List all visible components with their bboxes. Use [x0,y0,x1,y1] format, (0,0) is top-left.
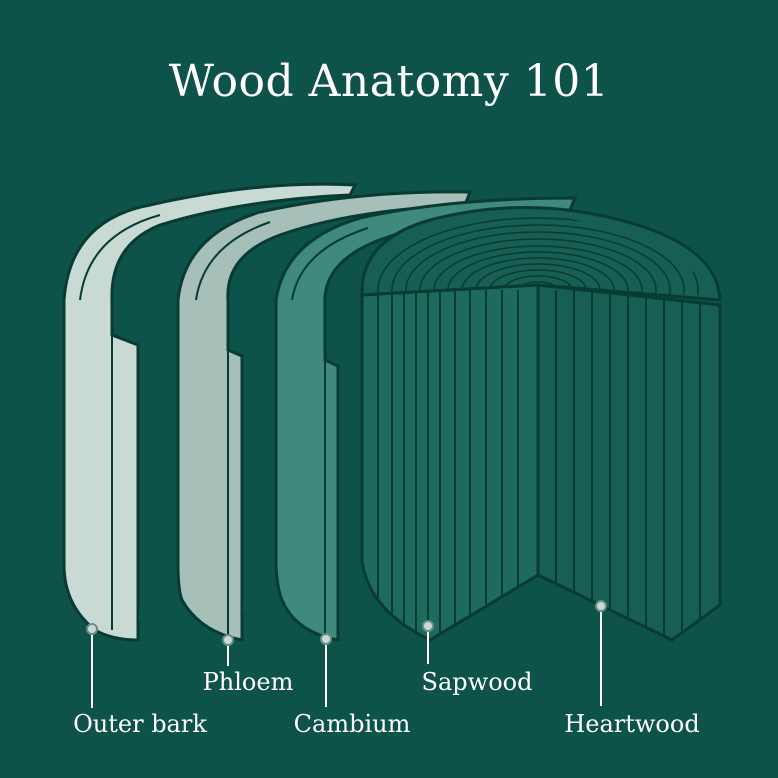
phloem-shell [176,190,473,642]
sapwood-label: Sapwood [421,668,533,696]
outer-bark-label: Outer bark [73,710,207,738]
outer-bark-shell [62,182,358,642]
core-front-face [360,283,540,642]
heartwood-core [360,206,722,642]
heartwood-marker [595,600,607,612]
leader-lines [86,600,607,708]
phloem-marker [222,634,234,646]
heartwood-label: Heartwood [564,710,700,738]
page-title: Wood Anatomy 101 [168,56,610,107]
sapwood-marker [422,620,434,632]
core-top-face [360,206,722,302]
outer-bark-inner-edge [79,214,161,301]
phloem-label: Phloem [202,668,294,696]
cambium-marker [320,633,332,645]
outer-bark-marker [86,623,98,635]
cambium-label: Cambium [293,710,411,738]
